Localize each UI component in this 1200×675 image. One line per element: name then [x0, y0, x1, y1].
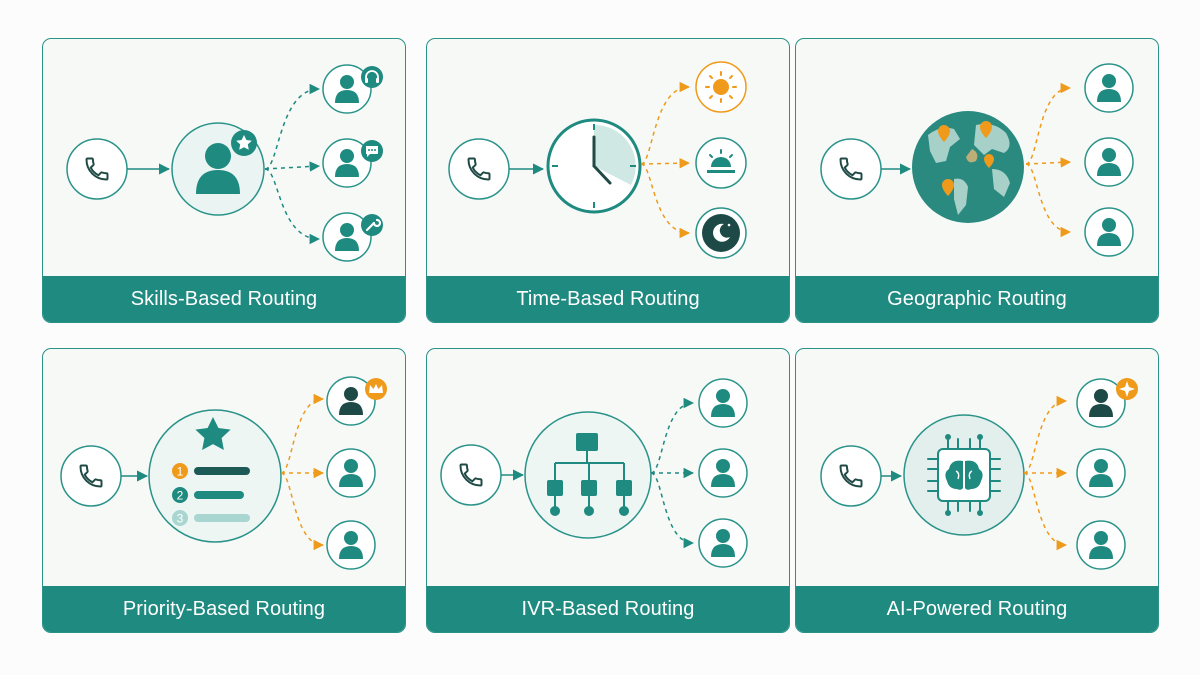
- agent-icon: [322, 138, 383, 188]
- card-time-based-routing: Time-Based Routing: [426, 38, 790, 323]
- headset-icon: [365, 70, 379, 80]
- agent-icon: [698, 378, 748, 428]
- ivr-routing-diagram: [440, 378, 748, 568]
- ai-chip-icon: [927, 434, 1001, 516]
- skills-routing-diagram: [66, 64, 383, 262]
- agent-icon: [1076, 378, 1138, 428]
- agent-icon: [1084, 207, 1134, 257]
- agent-icon: [326, 520, 376, 570]
- agent-icon: [1076, 448, 1126, 498]
- card-geographic-routing: Geographic Routing: [795, 38, 1159, 323]
- card-ai-powered-routing: AI-Powered Routing: [795, 348, 1159, 633]
- agent-icon: [326, 376, 387, 426]
- sun-icon: [695, 61, 747, 113]
- chat-icon: [366, 146, 378, 157]
- priority-number: 3: [177, 512, 184, 526]
- agent-icon: [326, 448, 376, 498]
- priority-routing-diagram: 1 2 3: [60, 376, 387, 570]
- time-routing-diagram: [448, 61, 747, 259]
- card-label: Geographic Routing: [796, 276, 1158, 322]
- card-label: Priority-Based Routing: [43, 586, 405, 632]
- priority-number: 1: [177, 465, 184, 479]
- priority-number: 2: [177, 489, 184, 503]
- globe-icon: [912, 111, 1024, 223]
- map-pin-icon: [938, 121, 994, 196]
- wrench-icon: [365, 218, 382, 232]
- card-skills-based-routing: Skills-Based Routing: [42, 38, 406, 323]
- agent-icon: [698, 448, 748, 498]
- clock-icon: [546, 118, 642, 214]
- star-icon: [236, 135, 252, 150]
- card-label: Time-Based Routing: [427, 276, 789, 322]
- card-priority-based-routing: 1 2 3 Priority-Based Routing: [42, 348, 406, 633]
- sunrise-icon: [695, 137, 747, 189]
- agent-icon: [1084, 137, 1134, 187]
- geographic-routing-diagram: [820, 63, 1134, 257]
- card-label: IVR-Based Routing: [427, 586, 789, 632]
- crown-icon: [369, 384, 383, 393]
- agent-icon: [1076, 520, 1126, 570]
- moon-icon: [695, 207, 747, 259]
- agent-icon: [196, 143, 240, 194]
- card-label: Skills-Based Routing: [43, 276, 405, 322]
- card-ivr-based-routing: IVR-Based Routing: [426, 348, 790, 633]
- card-label: AI-Powered Routing: [796, 586, 1158, 632]
- agent-icon: [322, 64, 383, 114]
- agent-icon: [698, 518, 748, 568]
- star-icon: [195, 417, 231, 450]
- ai-routing-diagram: [820, 378, 1138, 570]
- sparkle-icon: [1119, 381, 1135, 397]
- hierarchy-icon: [547, 433, 632, 516]
- agent-icon: [1084, 63, 1134, 113]
- agent-icon: [322, 212, 383, 262]
